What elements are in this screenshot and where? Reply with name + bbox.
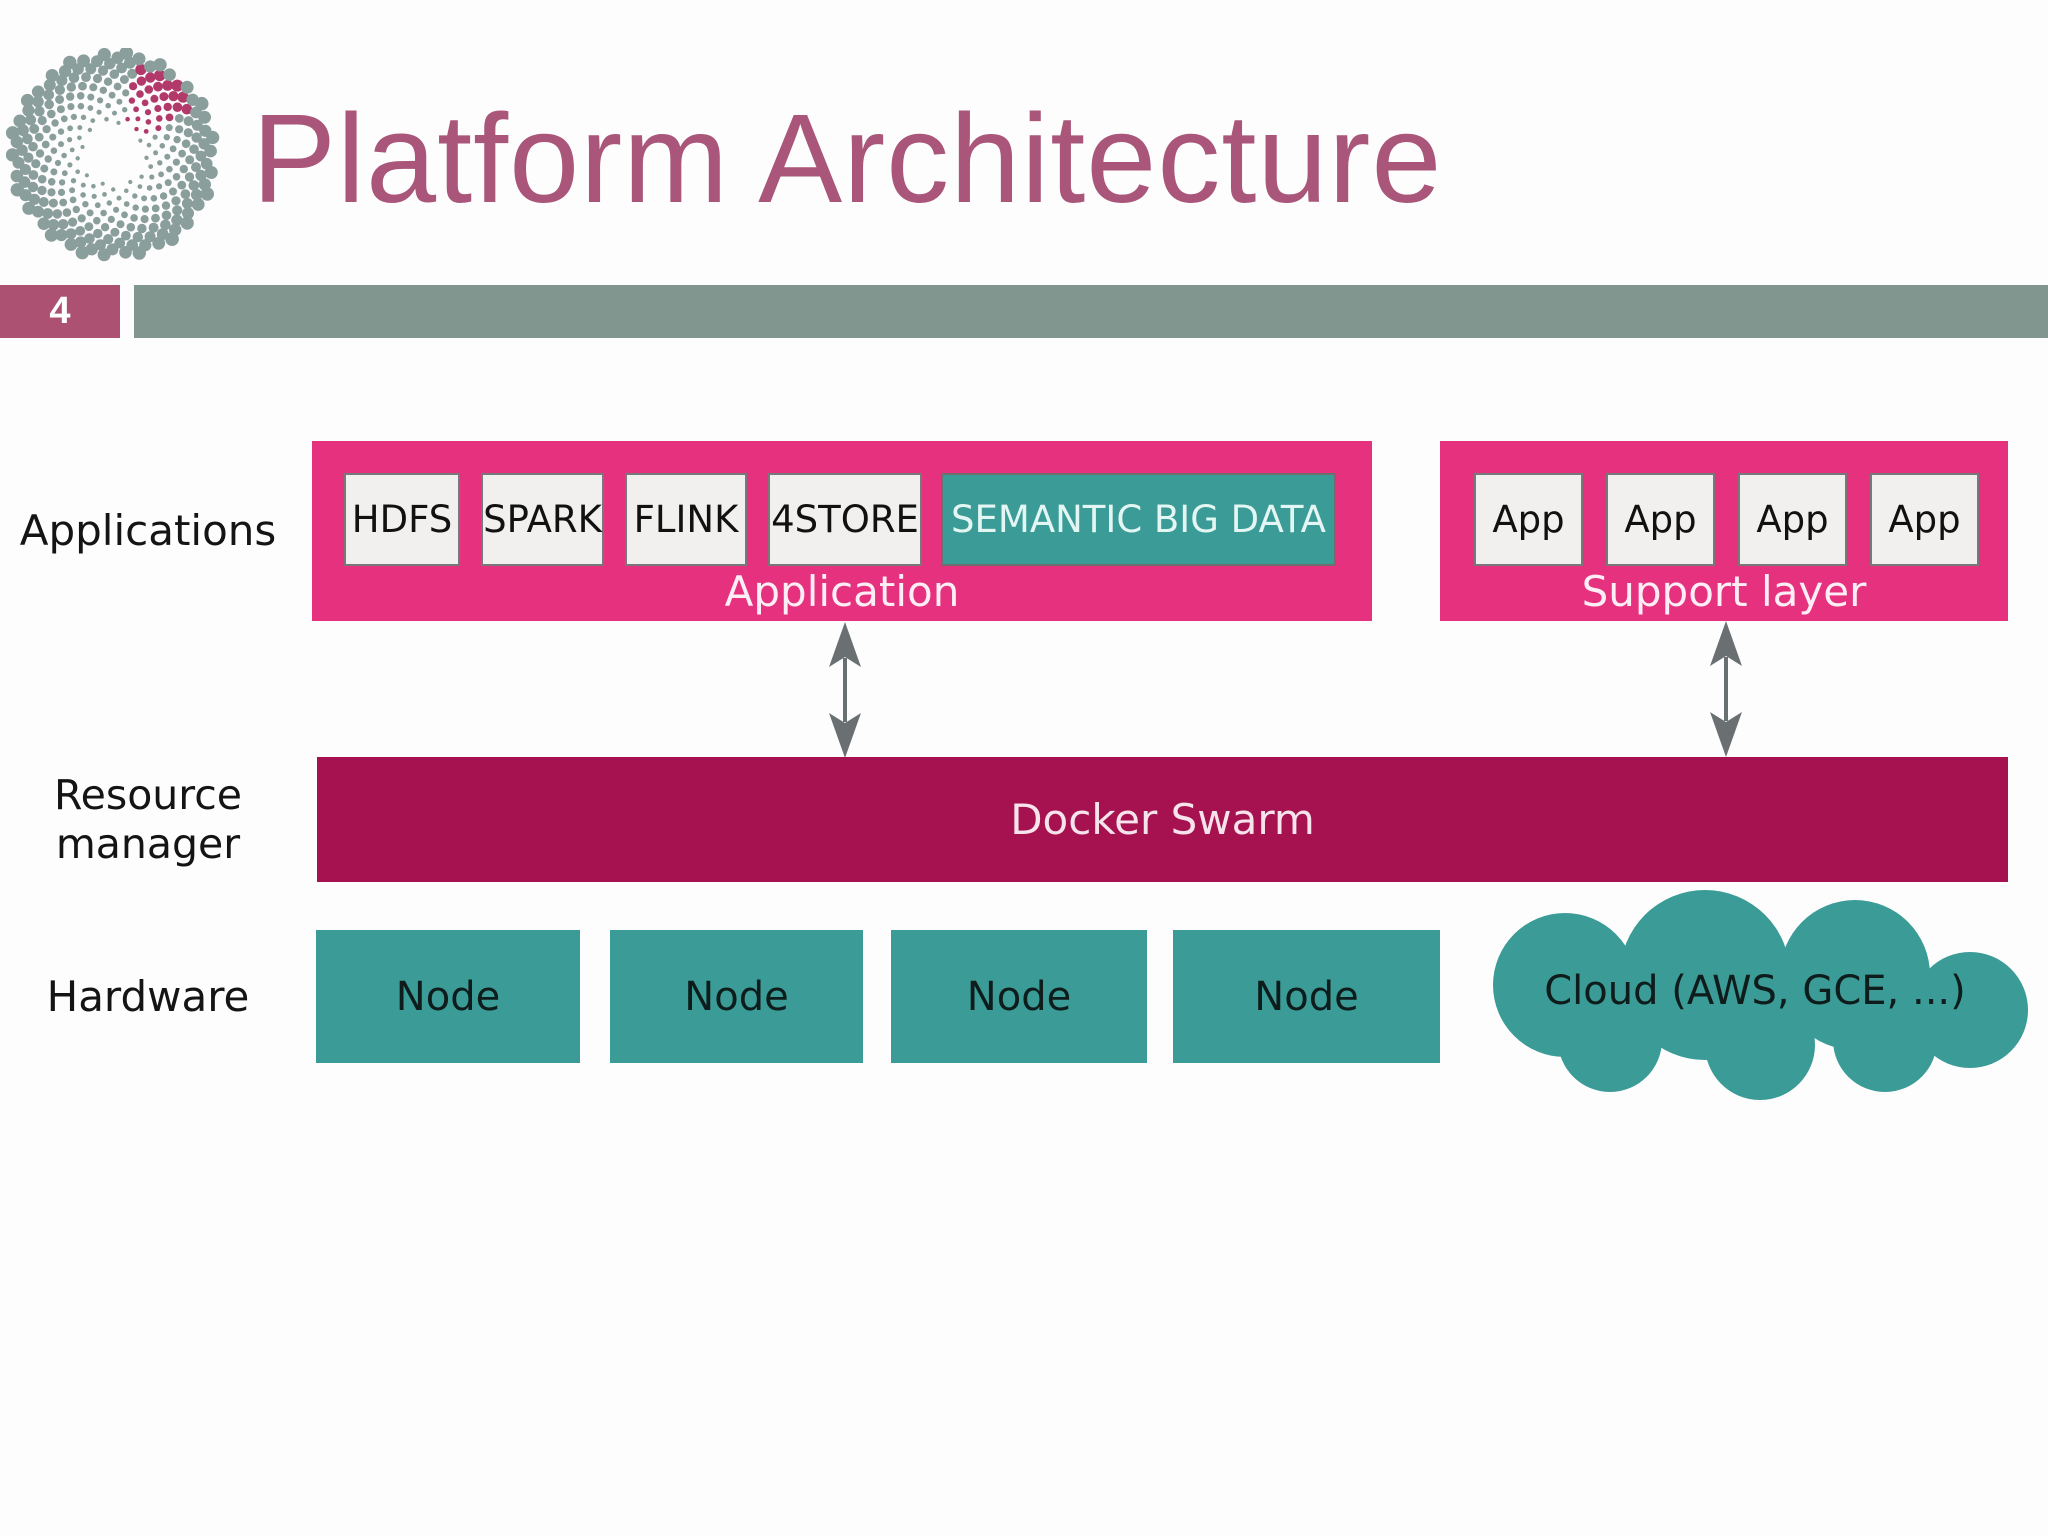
resource-label-line2: manager (55, 819, 241, 868)
dot-spiral-logo (5, 46, 220, 262)
module-4store: 4STORE (768, 473, 922, 566)
module-flink: FLINK (625, 473, 747, 566)
applications-label-text: Applications (19, 506, 277, 556)
row-label-applications: Applications (8, 441, 288, 621)
module-app-1: App (1474, 473, 1583, 566)
hardware-label-text: Hardware (46, 971, 250, 1021)
module-app-3: App (1738, 473, 1847, 566)
docker-swarm-bar: Docker Swarm (317, 757, 2008, 882)
module-spark: SPARK (481, 473, 604, 566)
node-box-2: Node (610, 930, 863, 1063)
application-layer-caption: Application (724, 567, 960, 616)
node-box-4: Node (1173, 930, 1440, 1063)
node-box-3: Node (891, 930, 1147, 1063)
support-layer-box: App App App App Support layer (1440, 441, 2008, 621)
double-arrow-icon (1710, 621, 1742, 757)
cloud-label: Cloud (AWS, GCE, ...) (1544, 968, 1966, 1014)
slide-number-badge: 4 (0, 285, 120, 338)
double-arrow-icon (829, 622, 861, 758)
row-label-hardware: Hardware (8, 930, 288, 1063)
slide-number: 4 (49, 290, 71, 332)
page-title: Platform Architecture (252, 87, 1443, 229)
cloud-shape: Cloud (AWS, GCE, ...) (1455, 880, 2048, 1100)
header-divider-bar (134, 285, 2048, 338)
support-layer-caption: Support layer (1581, 567, 1867, 616)
docker-swarm-label: Docker Swarm (1010, 795, 1315, 844)
row-label-resource-manager: Resource manager (8, 757, 288, 882)
node-box-1: Node (316, 930, 580, 1063)
module-app-2: App (1606, 473, 1715, 566)
module-app-4: App (1870, 473, 1979, 566)
dot-spiral-logo-svg (5, 46, 220, 262)
application-layer-box: HDFS SPARK FLINK 4STORE SEMANTIC BIG DAT… (312, 441, 1372, 621)
module-semantic-big-data: SEMANTIC BIG DATA (941, 473, 1336, 566)
resource-label-line1: Resource (53, 771, 243, 820)
module-hdfs: HDFS (344, 473, 460, 566)
